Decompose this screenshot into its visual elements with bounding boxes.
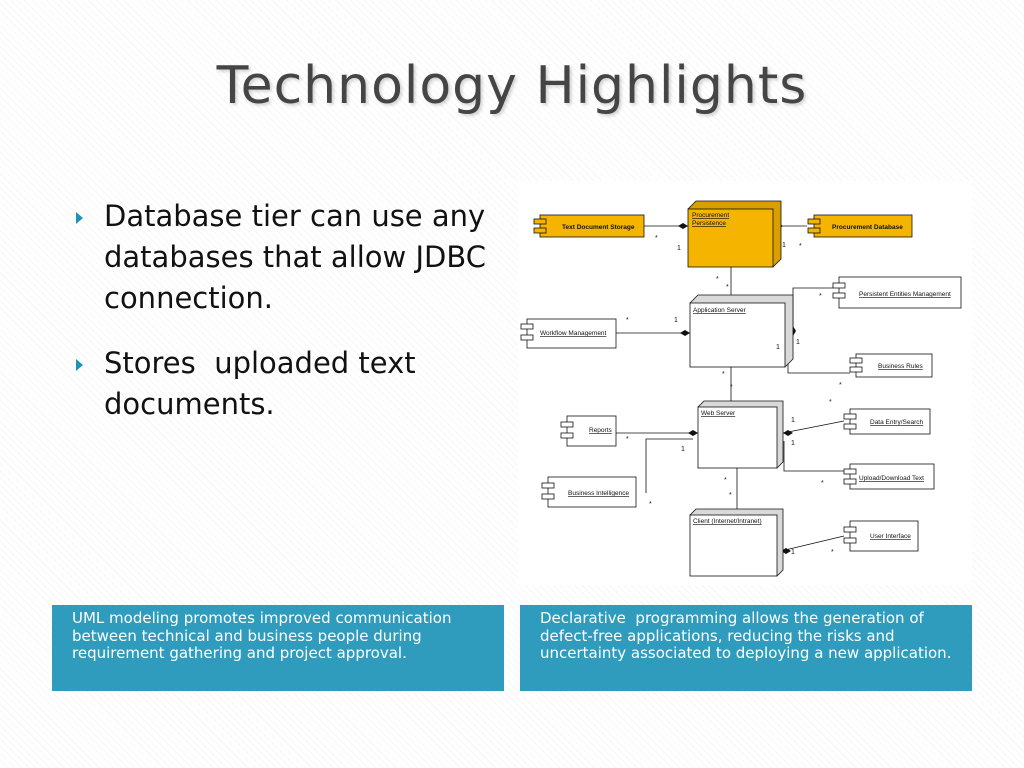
multiplicity-label: * [819,293,822,300]
multiplicity-label: * [626,317,629,324]
bullet-list: Database tier can use any databases that… [74,196,504,449]
multiplicity-label: 1 [791,549,795,556]
component-persistent-entities-management: Persistent Entities Management [832,276,962,309]
uml-deployment-diagram: Procurement Persistence Text Document St… [518,181,972,585]
component-label: Persistent Entities Management [859,291,951,298]
node-label: Procurement [692,212,729,219]
node-application-server: Application Server [689,294,794,368]
bullet-arrow-icon [76,359,83,371]
multiplicity-label: 1 [796,339,800,346]
multiplicity-label: * [821,480,824,487]
node-web-server: Web Server [697,400,784,469]
component-label: User Interface [870,533,911,540]
diamond-icon [678,223,688,229]
component-label: Business Rules [878,363,924,370]
diamond-icon [781,548,791,554]
component-data-entry-search: Data Entry/Search [843,408,931,435]
multiplicity-label: * [839,382,842,389]
multiplicity-label: * [655,235,658,242]
multiplicity-label: * [799,243,802,250]
multiplicity-label: 1 [791,440,795,447]
multiplicity-label: * [626,436,629,443]
component-workflow-management: Workflow Management [520,318,617,349]
multiplicity-label: * [831,549,834,556]
link-webserver-dataentry [782,420,845,434]
multiplicity-label: 1 [776,344,780,351]
link-bi-webserver [645,438,693,493]
bullet-item: Stores uploaded text documents. [74,343,504,425]
component-label: Workflow Management [540,330,607,337]
multiplicity-label: 1 [782,242,786,249]
multiplicity-label: * [716,276,719,283]
component-business-rules: Business Rules [849,353,933,378]
node-label: Application Server [693,307,747,314]
multiplicity-label: * [724,477,727,484]
component-label: Reports [589,427,613,434]
component-procurement-database: Procurement Database [807,214,913,238]
callout-declarative-programming: Declarative programming allows the gener… [520,605,972,691]
bullet-text: Database tier can use any databases that… [104,199,496,315]
node-client: Client (Internet/Intranet) [689,508,784,577]
bullet-text: Stores uploaded text documents. [104,346,425,421]
slide-title: Technology Highlights [216,56,808,116]
component-reports: Reports [560,415,617,447]
link-client-ui [780,535,845,552]
node-procurement-persistence: Procurement Persistence [687,200,782,268]
component-upload-download-text: Upload/Download Text [843,463,935,490]
node-label: Web Server [701,410,736,417]
multiplicity-label: * [722,371,725,378]
multiplicity-label: 1 [791,417,795,424]
node-label: Persistence [692,220,726,227]
component-label: Upload/Download Text [859,475,924,482]
multiplicity-label: * [649,501,652,508]
multiplicity-label: * [726,284,729,291]
multiplicity-label: 1 [681,446,685,453]
component-text-document-storage: Text Document Storage [533,214,645,238]
component-label: Procurement Database [832,224,903,231]
node-label: Client (Internet/Intranet) [693,518,762,525]
link-appserver-persistent [792,287,833,331]
multiplicity-label: * [730,384,733,391]
component-user-interface: User Interface [843,520,919,552]
diamond-icon [783,430,793,436]
bullet-arrow-icon [76,212,83,224]
component-label: Data Entry/Search [870,419,923,426]
diamond-icon [680,330,690,336]
diamond-icon [688,430,698,436]
component-label: Text Document Storage [562,224,635,231]
bullet-item: Database tier can use any databases that… [74,196,504,319]
component-label: Business Intelligence [568,490,629,497]
multiplicity-label: * [729,492,732,499]
multiplicity-labels: 1 * 1 * * * * 1 * 1 1 * * * * 1 * 1 1 * … [626,235,842,556]
multiplicity-label: 1 [677,245,681,252]
callout-uml-modeling: UML modeling promotes improved communica… [52,605,504,691]
multiplicity-label: 1 [674,317,678,324]
multiplicity-label: * [829,399,832,406]
link-webserver-upload [783,441,844,472]
component-business-intelligence: Business Intelligence [541,476,637,508]
